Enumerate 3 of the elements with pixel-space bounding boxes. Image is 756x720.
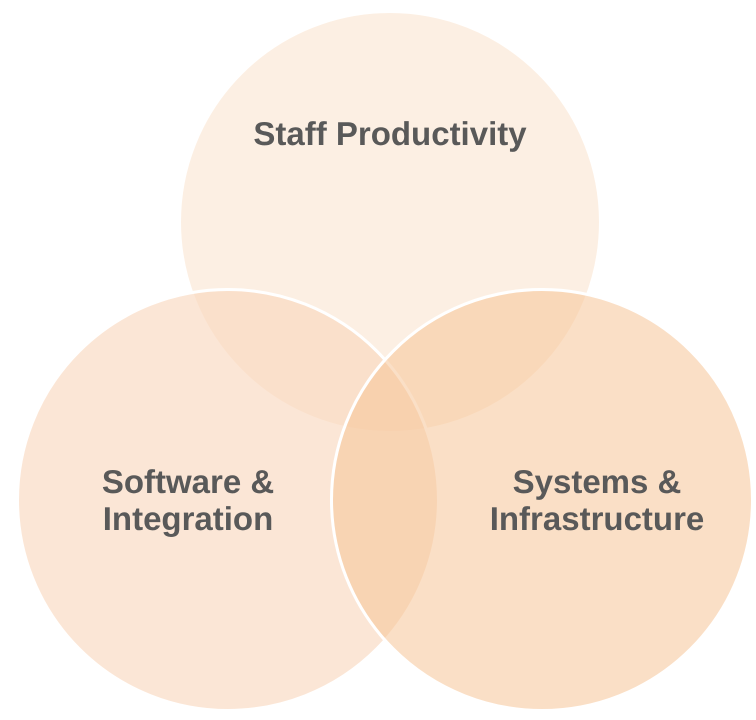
circle-label: Software & Integration [100,463,276,537]
circle-label: Staff Productivity [252,115,528,152]
circle-label: Systems & Infrastructure [488,463,706,537]
